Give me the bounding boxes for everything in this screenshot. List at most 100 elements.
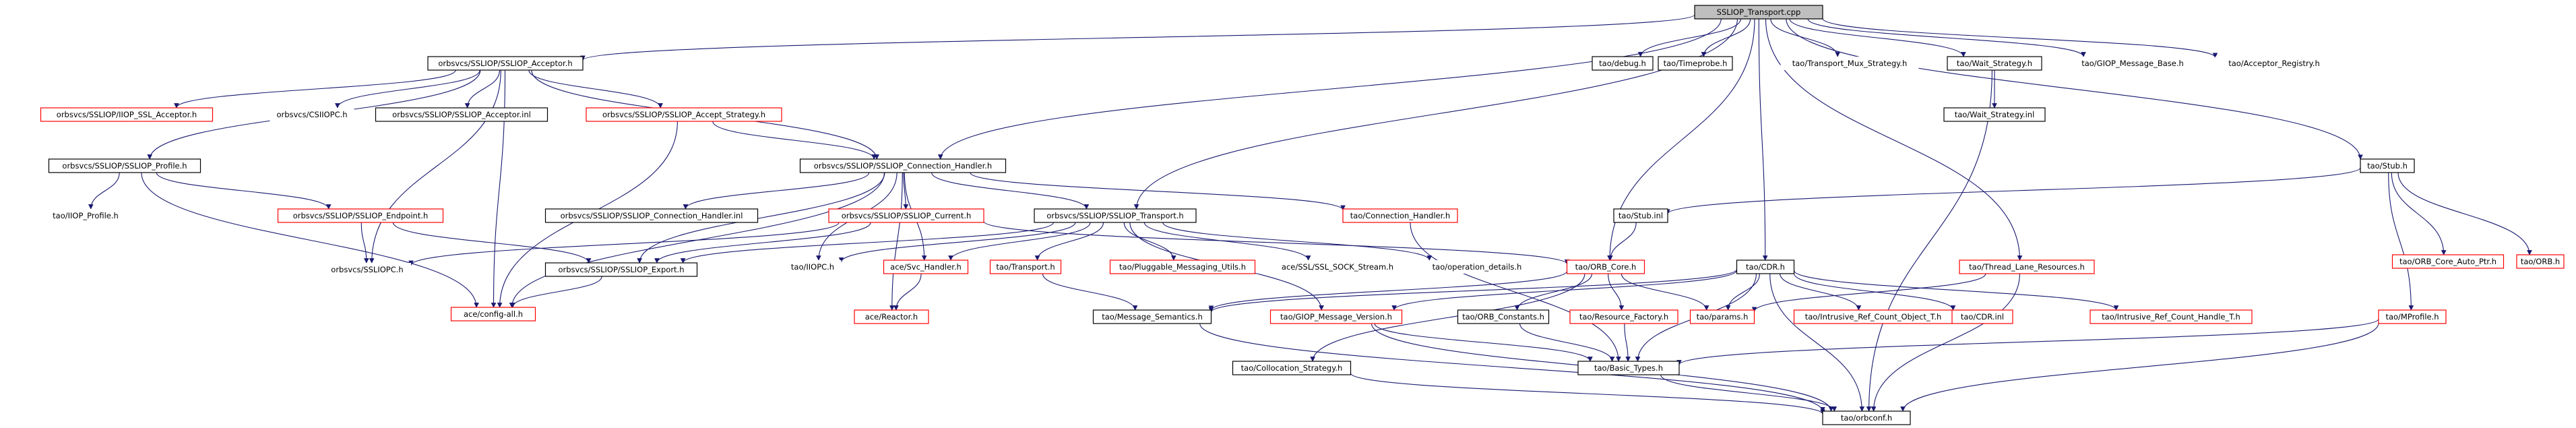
edge-orb_constants-to-basic_types [1519, 323, 1615, 362]
node-cdr_inl[interactable]: tao/CDR.inl [1951, 309, 2013, 324]
node-tao_orb_core_auto_ptr[interactable]: tao/ORB_Core_Auto_Ptr.h [2391, 254, 2505, 269]
node-label: orbsvcs/SSLIOP/SSLIOP_Current.h [842, 211, 972, 220]
node-transport_h[interactable]: orbsvcs/SSLIOP/SSLIOP_Transport.h [1034, 208, 1197, 223]
node-label: tao/Pluggable_Messaging_Utils.h [1119, 262, 1246, 272]
edge-tao_stub-to-tao_stub_inl [1665, 167, 2361, 215]
node-intrusive_obj[interactable]: tao/Intrusive_Ref_Count_Object_T.h [1793, 309, 1953, 324]
node-box [2215, 57, 2333, 70]
node-pluggable_utils[interactable]: tao/Pluggable_Messaging_Utils.h [1109, 259, 1256, 274]
node-svc_handler[interactable]: ace/Svc_Handler.h [883, 259, 969, 274]
edge-giop_msg_version-to-basic_types [1374, 323, 1593, 362]
edge-acceptor_h-to-config_all [491, 69, 506, 308]
node-orb_core[interactable]: tao/ORB_Core.h [1566, 259, 1645, 274]
edge-transport_h-to-iiopc [838, 222, 1076, 263]
node-box [270, 108, 354, 121]
node-resource_factory[interactable]: tao/Resource_Factory.h [1569, 309, 1678, 324]
node-label: tao/Message_Semantics.h [1102, 312, 1203, 322]
node-box [1780, 57, 1919, 70]
edge-tao_wait_strategy-to-orbconf [1866, 69, 1992, 412]
node-label: tao/orbconf.h [1841, 413, 1892, 423]
node-ace_reactor[interactable]: ace/Reactor.h [854, 309, 929, 324]
node-intrusive_handle[interactable]: tao/Intrusive_Ref_Count_Handle_T.h [2090, 309, 2253, 324]
edge-profile_h-to-endpoint_h [156, 172, 332, 210]
node-tao_transport[interactable]: tao/Transport.h [989, 259, 1062, 274]
edge-tao_cdr-to-msg_semantics [1208, 269, 1738, 313]
node-endpoint_h[interactable]: orbsvcs/SSLIOP/SSLIOP_Endpoint.h [277, 208, 444, 223]
node-box [1592, 56, 1654, 71]
node-tao_wait_strategy[interactable]: tao/Wait_Strategy.h [1947, 56, 2042, 71]
edge-acceptor_h-to-csiiopc [335, 69, 480, 109]
node-tao_stub_inl[interactable]: tao/Stub.inl [1613, 208, 1668, 223]
node-tao_stub[interactable]: tao/Stub.h [2360, 158, 2415, 173]
node-tao_connection_handler[interactable]: tao/Connection_Handler.h [1342, 208, 1458, 223]
node-tao_acceptor_registry: tao/Acceptor_Registry.h [2215, 57, 2333, 70]
node-msg_semantics[interactable]: tao/Message_Semantics.h [1092, 309, 1212, 324]
node-conn_handler[interactable]: orbsvcs/SSLIOP/SSLIOP_Connection_Handler… [799, 158, 1007, 173]
edge-conn_handler-to-export_h [637, 172, 885, 264]
node-iiop_ssl_acceptor[interactable]: orbsvcs/SSLIOP/IIOP_SSL_Acceptor.h [40, 107, 214, 122]
node-box [48, 158, 201, 173]
node-label: tao/Collocation_Strategy.h [1241, 363, 1343, 373]
edge-svc_handler-to-ace_reactor [893, 273, 922, 311]
edge-tao_cdr-to-orbconf [1769, 273, 1865, 412]
node-box [544, 208, 759, 223]
node-label: tao/GIOP_Message_Base.h [2081, 59, 2184, 68]
node-config_all[interactable]: ace/config-all.h [450, 307, 536, 322]
node-tao_debug[interactable]: tao/debug.h [1592, 56, 1654, 71]
node-label: ace/config-all.h [464, 309, 523, 319]
node-box [2069, 57, 2197, 70]
node-giop_msg_version[interactable]: tao/GIOP_Message_Version.h [1269, 309, 1403, 324]
node-accept_strategy[interactable]: orbsvcs/SSLIOP/SSLIOP_Accept_Strategy.h [586, 107, 782, 122]
node-box [1566, 259, 1645, 274]
edge-root-to-tao_debug [1637, 18, 1741, 57]
edge-transport_h-to-pluggable_utils [1123, 222, 1176, 261]
node-label: tao/Thread_Lane_Resources.h [1969, 262, 2085, 272]
edge-root-to-tao_transport_mux [1770, 18, 1841, 57]
edge-endpoint_h-to-export_h [392, 222, 592, 264]
node-label: tao/Basic_Types.h [1594, 363, 1663, 373]
node-mprofile[interactable]: tao/MProfile.h [2378, 309, 2447, 324]
node-label: SSLIOP_Transport.cpp [1717, 7, 1801, 17]
edge-root-to-tao_acceptor_registry [1822, 18, 2218, 59]
node-box [1613, 208, 1668, 223]
edge-acceptor_h-to-ssliopc [369, 69, 501, 264]
node-export_h[interactable]: orbsvcs/SSLIOP/SSLIOP_Export.h [544, 262, 698, 277]
edge-conn_handler-to-transport_h [931, 172, 1090, 210]
node-conn_handler_inl[interactable]: orbsvcs/SSLIOP/SSLIOP_Connection_Handler… [544, 208, 759, 223]
node-box [2378, 309, 2447, 324]
node-tao_timeprobe[interactable]: tao/Timeprobe.h [1658, 56, 1733, 71]
node-label: orbsvcs/SSLIOP/SSLIOP_Profile.h [62, 161, 187, 171]
edge-root-to-tao_stub [1786, 18, 2363, 160]
node-tao_params[interactable]: tao/params.h [1689, 309, 1755, 324]
edge-accept_strategy-to-conn_handler [712, 121, 877, 160]
node-acceptor_h[interactable]: orbsvcs/SSLIOP/SSLIOP_Acceptor.h [427, 56, 584, 71]
node-collocation[interactable]: tao/Collocation_Strategy.h [1232, 361, 1352, 375]
node-box [784, 260, 842, 274]
node-acceptor_inl[interactable]: orbsvcs/SSLIOP/SSLIOP_Acceptor.inl [375, 107, 548, 122]
node-root[interactable]: SSLIOP_Transport.cpp [1694, 5, 1823, 20]
node-label: orbsvcs/SSLIOP/SSLIOP_Accept_Strategy.h [602, 110, 765, 119]
node-tao_cdr[interactable]: tao/CDR.h [1736, 259, 1795, 274]
node-thread_lane[interactable]: tao/Thread_Lane_Resources.h [1959, 259, 2095, 274]
node-label: tao/ORB_Constants.h [1462, 312, 1544, 322]
node-profile_h[interactable]: orbsvcs/SSLIOP/SSLIOP_Profile.h [48, 158, 201, 173]
edge-root-to-thread_lane [1765, 18, 2023, 261]
node-basic_types[interactable]: tao/Basic_Types.h [1577, 361, 1680, 375]
node-label: orbsvcs/SSLIOP/SSLIOP_Acceptor.inl [392, 110, 531, 119]
node-label: tao/Wait_Strategy.inl [1955, 110, 2035, 119]
node-label: tao/CDR.inl [1961, 312, 2004, 322]
node-tao_orb[interactable]: tao/ORB.h [2516, 254, 2565, 269]
node-wait_strategy_inl[interactable]: tao/Wait_Strategy.inl [1943, 107, 2046, 122]
node-orb_constants[interactable]: tao/ORB_Constants.h [1457, 309, 1550, 324]
node-label: ace/SSL/SSL_SOCK_Stream.h [1282, 262, 1393, 272]
edge-profile_h-to-config_all [141, 172, 479, 308]
node-label: tao/ORB_Core.h [1575, 262, 1637, 272]
node-label: tao/operation_details.h [1433, 262, 1522, 272]
node-label: tao/Intrusive_Ref_Count_Object_T.h [1805, 312, 1942, 322]
edge-tao_cdr-to-cdr_inl [1793, 273, 1956, 311]
node-box [1569, 309, 1678, 324]
edge-tao_cdr-to-giop_msg_version [1391, 270, 1738, 311]
node-orbconf[interactable]: tao/orbconf.h [1822, 410, 1911, 425]
node-current_h[interactable]: orbsvcs/SSLIOP/SSLIOP_Current.h [828, 208, 984, 223]
node-box [544, 262, 698, 277]
